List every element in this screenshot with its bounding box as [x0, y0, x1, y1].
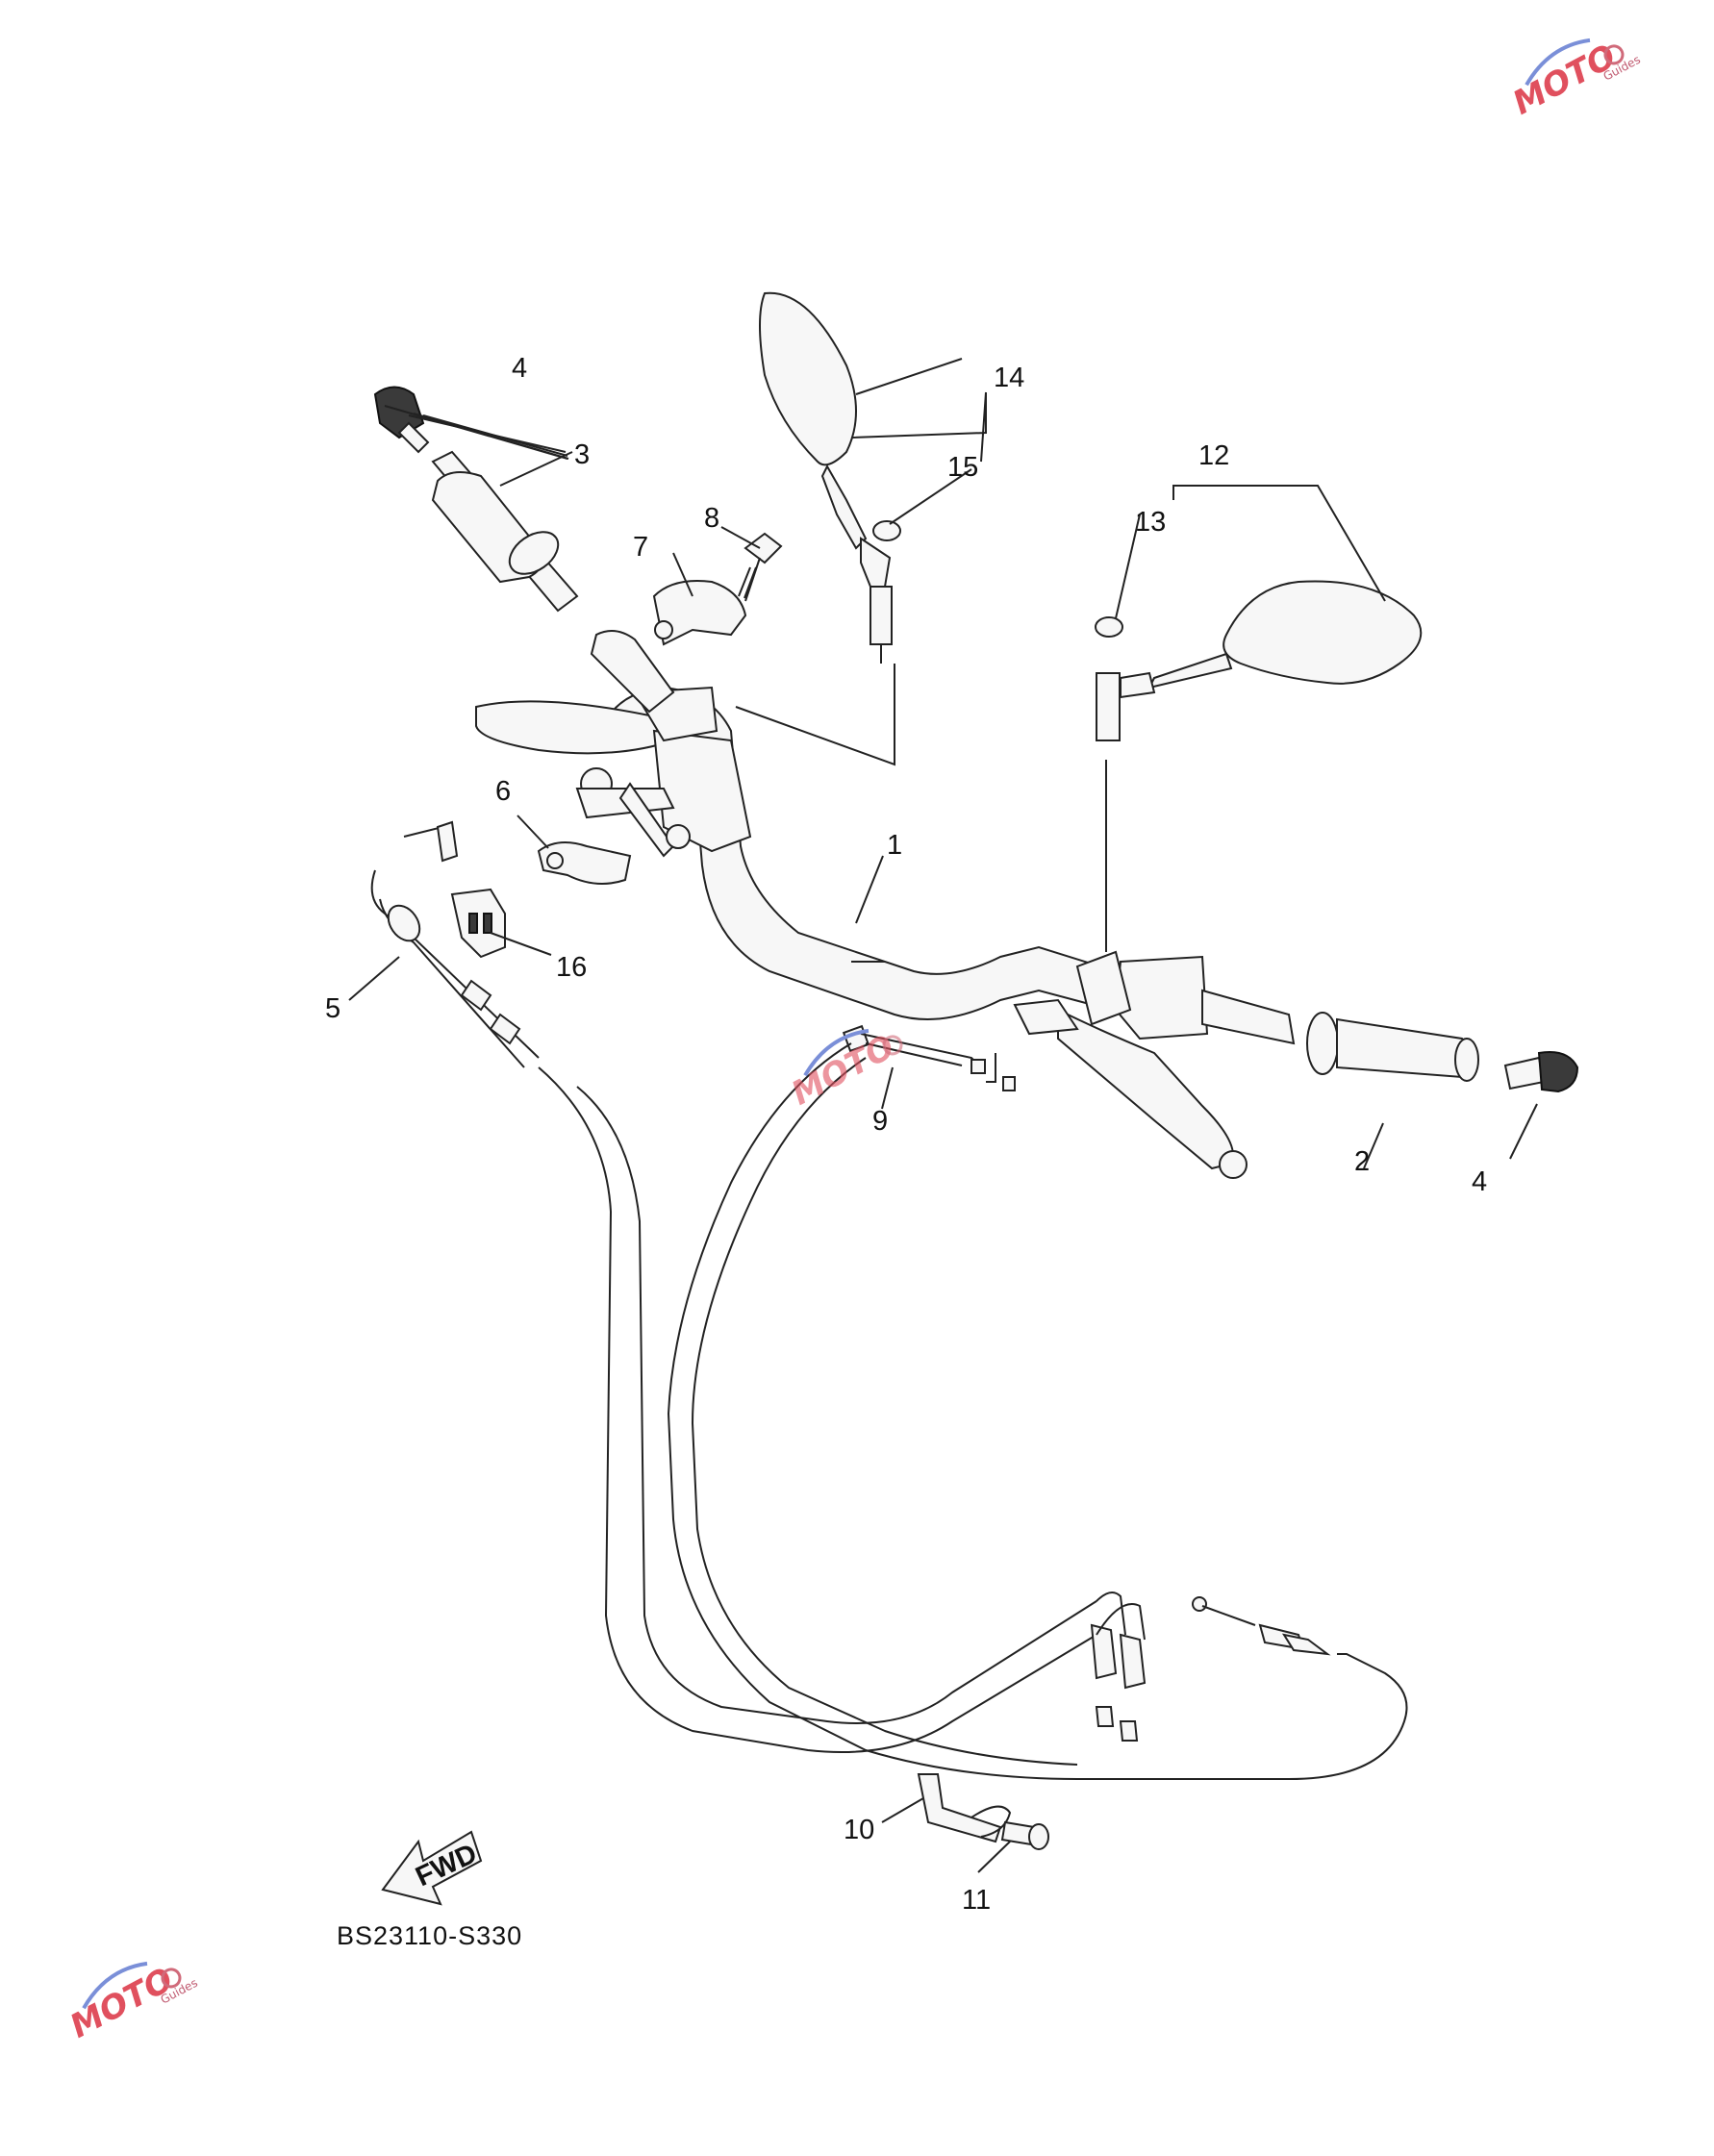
left-mirror: [759, 291, 893, 664]
mirror-cap-nut-left: [872, 520, 901, 541]
label-part-5: 5: [325, 993, 340, 1024]
right-mirror: [1096, 580, 1423, 741]
watermark-logo-bottom-left: MOTO Guides: [64, 1960, 200, 2045]
label-part-1: 1: [887, 830, 902, 861]
label-part-2: 2: [1354, 1146, 1370, 1177]
right-lever-assembly: [1013, 950, 1248, 1179]
clutch-cable: [667, 1024, 1408, 1780]
left-lever-assembly: [475, 686, 752, 858]
gear-icon: [882, 1035, 903, 1056]
watermark-logo-top-right: MOTO Guides: [1507, 37, 1643, 122]
car-swoosh-icon: [803, 1028, 870, 1077]
label-part-6: 6: [495, 776, 511, 807]
label-part-8: 8: [704, 503, 719, 534]
gear-icon: [161, 1968, 182, 1989]
left-bar-end-weight: [373, 386, 430, 454]
label-part-9: 9: [872, 1106, 888, 1137]
bracket: [917, 1773, 1012, 1843]
label-part-11: 11: [962, 1885, 991, 1916]
lever-holder: [537, 841, 632, 885]
car-swoosh-icon: [1525, 38, 1591, 87]
mirror-cap-nut-right: [1095, 616, 1123, 638]
label-part-3: 3: [574, 439, 590, 470]
car-swoosh-icon: [82, 1961, 148, 2010]
label-part-7: 7: [633, 532, 648, 563]
label-part-4-right: 4: [1472, 1166, 1487, 1197]
right-bar-end-weight: [1503, 1051, 1579, 1093]
cable-holder: [450, 888, 506, 959]
label-part-4-left: 4: [512, 353, 527, 384]
watermark-logo-center: MOTO: [786, 1027, 903, 1114]
bolt: [738, 532, 783, 602]
forward-direction-arrow: FWD: [381, 1830, 483, 1906]
figure-code: BS23110-S330: [337, 1921, 522, 1950]
right-throttle-grip: [1201, 989, 1479, 1082]
label-part-13: 13: [1135, 507, 1166, 538]
label-part-14: 14: [994, 363, 1024, 393]
label-part-15: 15: [947, 452, 978, 483]
bolt-lower: [1000, 1820, 1049, 1850]
throttle-cable-assembly: [370, 820, 1147, 1753]
label-part-16: 16: [556, 952, 587, 983]
part-labels: 1 2 3 4 4 5 6 7 8 9 10 11 12 13 14 15 16: [325, 353, 1487, 1916]
leader-lines: [735, 664, 1107, 1083]
label-part-10: 10: [844, 1815, 874, 1845]
clutch-holder: [652, 580, 747, 646]
left-grip: [431, 450, 675, 714]
label-part-12: 12: [1198, 440, 1229, 471]
callout-leaders: [348, 358, 1538, 1873]
gear-icon: [1603, 44, 1625, 65]
